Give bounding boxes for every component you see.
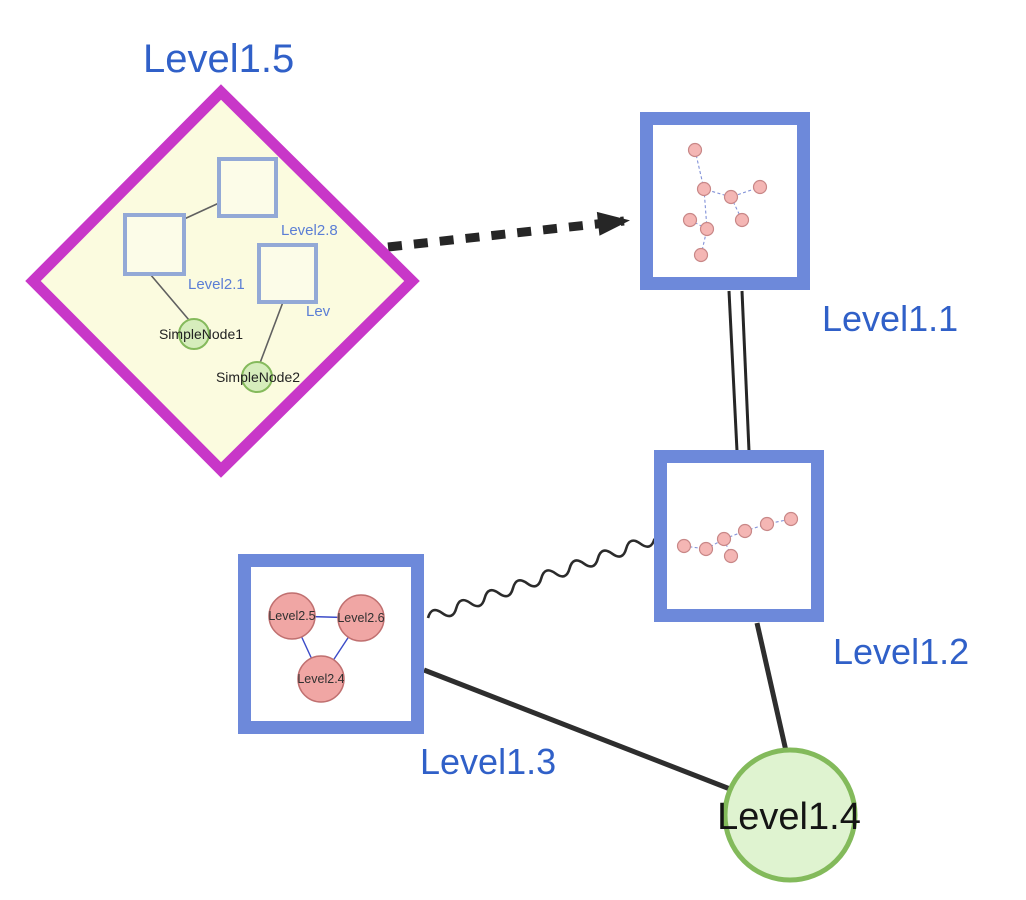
- graph-node[interactable]: [687, 142, 703, 158]
- level14-label: Level1.4: [717, 796, 861, 838]
- level11-subgraph-edges: [689, 149, 761, 256]
- level15-inner-edges: [149, 202, 284, 364]
- graph-node[interactable]: [698, 541, 714, 557]
- lev-label: Lev: [306, 303, 331, 320]
- edge-level13-to-level14[interactable]: [423, 667, 731, 792]
- simplenode2-label: SimpleNode2: [216, 369, 300, 385]
- level21-label: Level2.1: [188, 276, 245, 293]
- node-level25[interactable]: [268, 592, 316, 640]
- level14-circle-shape[interactable]: [722, 747, 858, 883]
- graph-node[interactable]: [676, 538, 692, 554]
- edge-level12-to-level14[interactable]: [754, 622, 789, 752]
- graph-node[interactable]: [693, 247, 709, 263]
- edge-level11-to-level12[interactable]: [727, 290, 751, 452]
- graph-node[interactable]: [783, 511, 799, 527]
- node-level24[interactable]: [297, 655, 345, 703]
- graph-node[interactable]: [737, 523, 753, 539]
- level11-square-shape[interactable]: [640, 112, 810, 290]
- node-level13[interactable]: Level2.5 Level2.6 Level2.4 Level1.3: [238, 554, 557, 783]
- level15-label: Level1.5: [143, 37, 294, 81]
- node-level21-square[interactable]: [123, 213, 186, 276]
- level12-subgraph: [676, 511, 799, 564]
- level24-label: Level2.4: [297, 672, 344, 686]
- level15-diamond-shape[interactable]: [25, 84, 420, 478]
- graph-node[interactable]: [734, 212, 750, 228]
- graph-node[interactable]: [699, 221, 715, 237]
- edge-level13-to-level12[interactable]: [426, 533, 656, 623]
- graph-node[interactable]: [696, 181, 712, 197]
- graph-node[interactable]: [723, 189, 739, 205]
- level26-label: Level2.6: [337, 611, 384, 625]
- graph-node[interactable]: [682, 212, 698, 228]
- node-level15[interactable]: Level1.5 Level2.8 Level2.1 Lev SimpleNod…: [25, 37, 420, 478]
- level13-square-shape[interactable]: [238, 554, 424, 734]
- simplenode1-label: SimpleNode1: [159, 326, 243, 342]
- level11-subgraph: [682, 142, 768, 263]
- edge-level15-to-level11[interactable]: [387, 211, 630, 252]
- level12-square-shape[interactable]: [654, 450, 824, 622]
- graph-node[interactable]: [716, 531, 732, 547]
- node-lev-square[interactable]: [257, 243, 318, 304]
- graph-node[interactable]: [759, 516, 775, 532]
- node-level12[interactable]: Level1.2: [654, 450, 970, 673]
- graph-node[interactable]: [752, 179, 768, 195]
- level12-label: Level1.2: [833, 631, 969, 672]
- node-level28-square[interactable]: [217, 157, 278, 218]
- level11-label: Level1.1: [822, 298, 958, 339]
- node-level14[interactable]: Level1.4: [717, 747, 861, 883]
- node-level11[interactable]: Level1.1: [640, 112, 959, 340]
- level25-label: Level2.5: [268, 609, 315, 623]
- level13-label: Level1.3: [420, 741, 556, 782]
- graph-node[interactable]: [723, 548, 739, 564]
- node-level26[interactable]: [337, 594, 385, 642]
- node-simplenode2[interactable]: [241, 361, 273, 393]
- level28-label: Level2.8: [281, 222, 338, 239]
- node-simplenode1[interactable]: [178, 318, 210, 350]
